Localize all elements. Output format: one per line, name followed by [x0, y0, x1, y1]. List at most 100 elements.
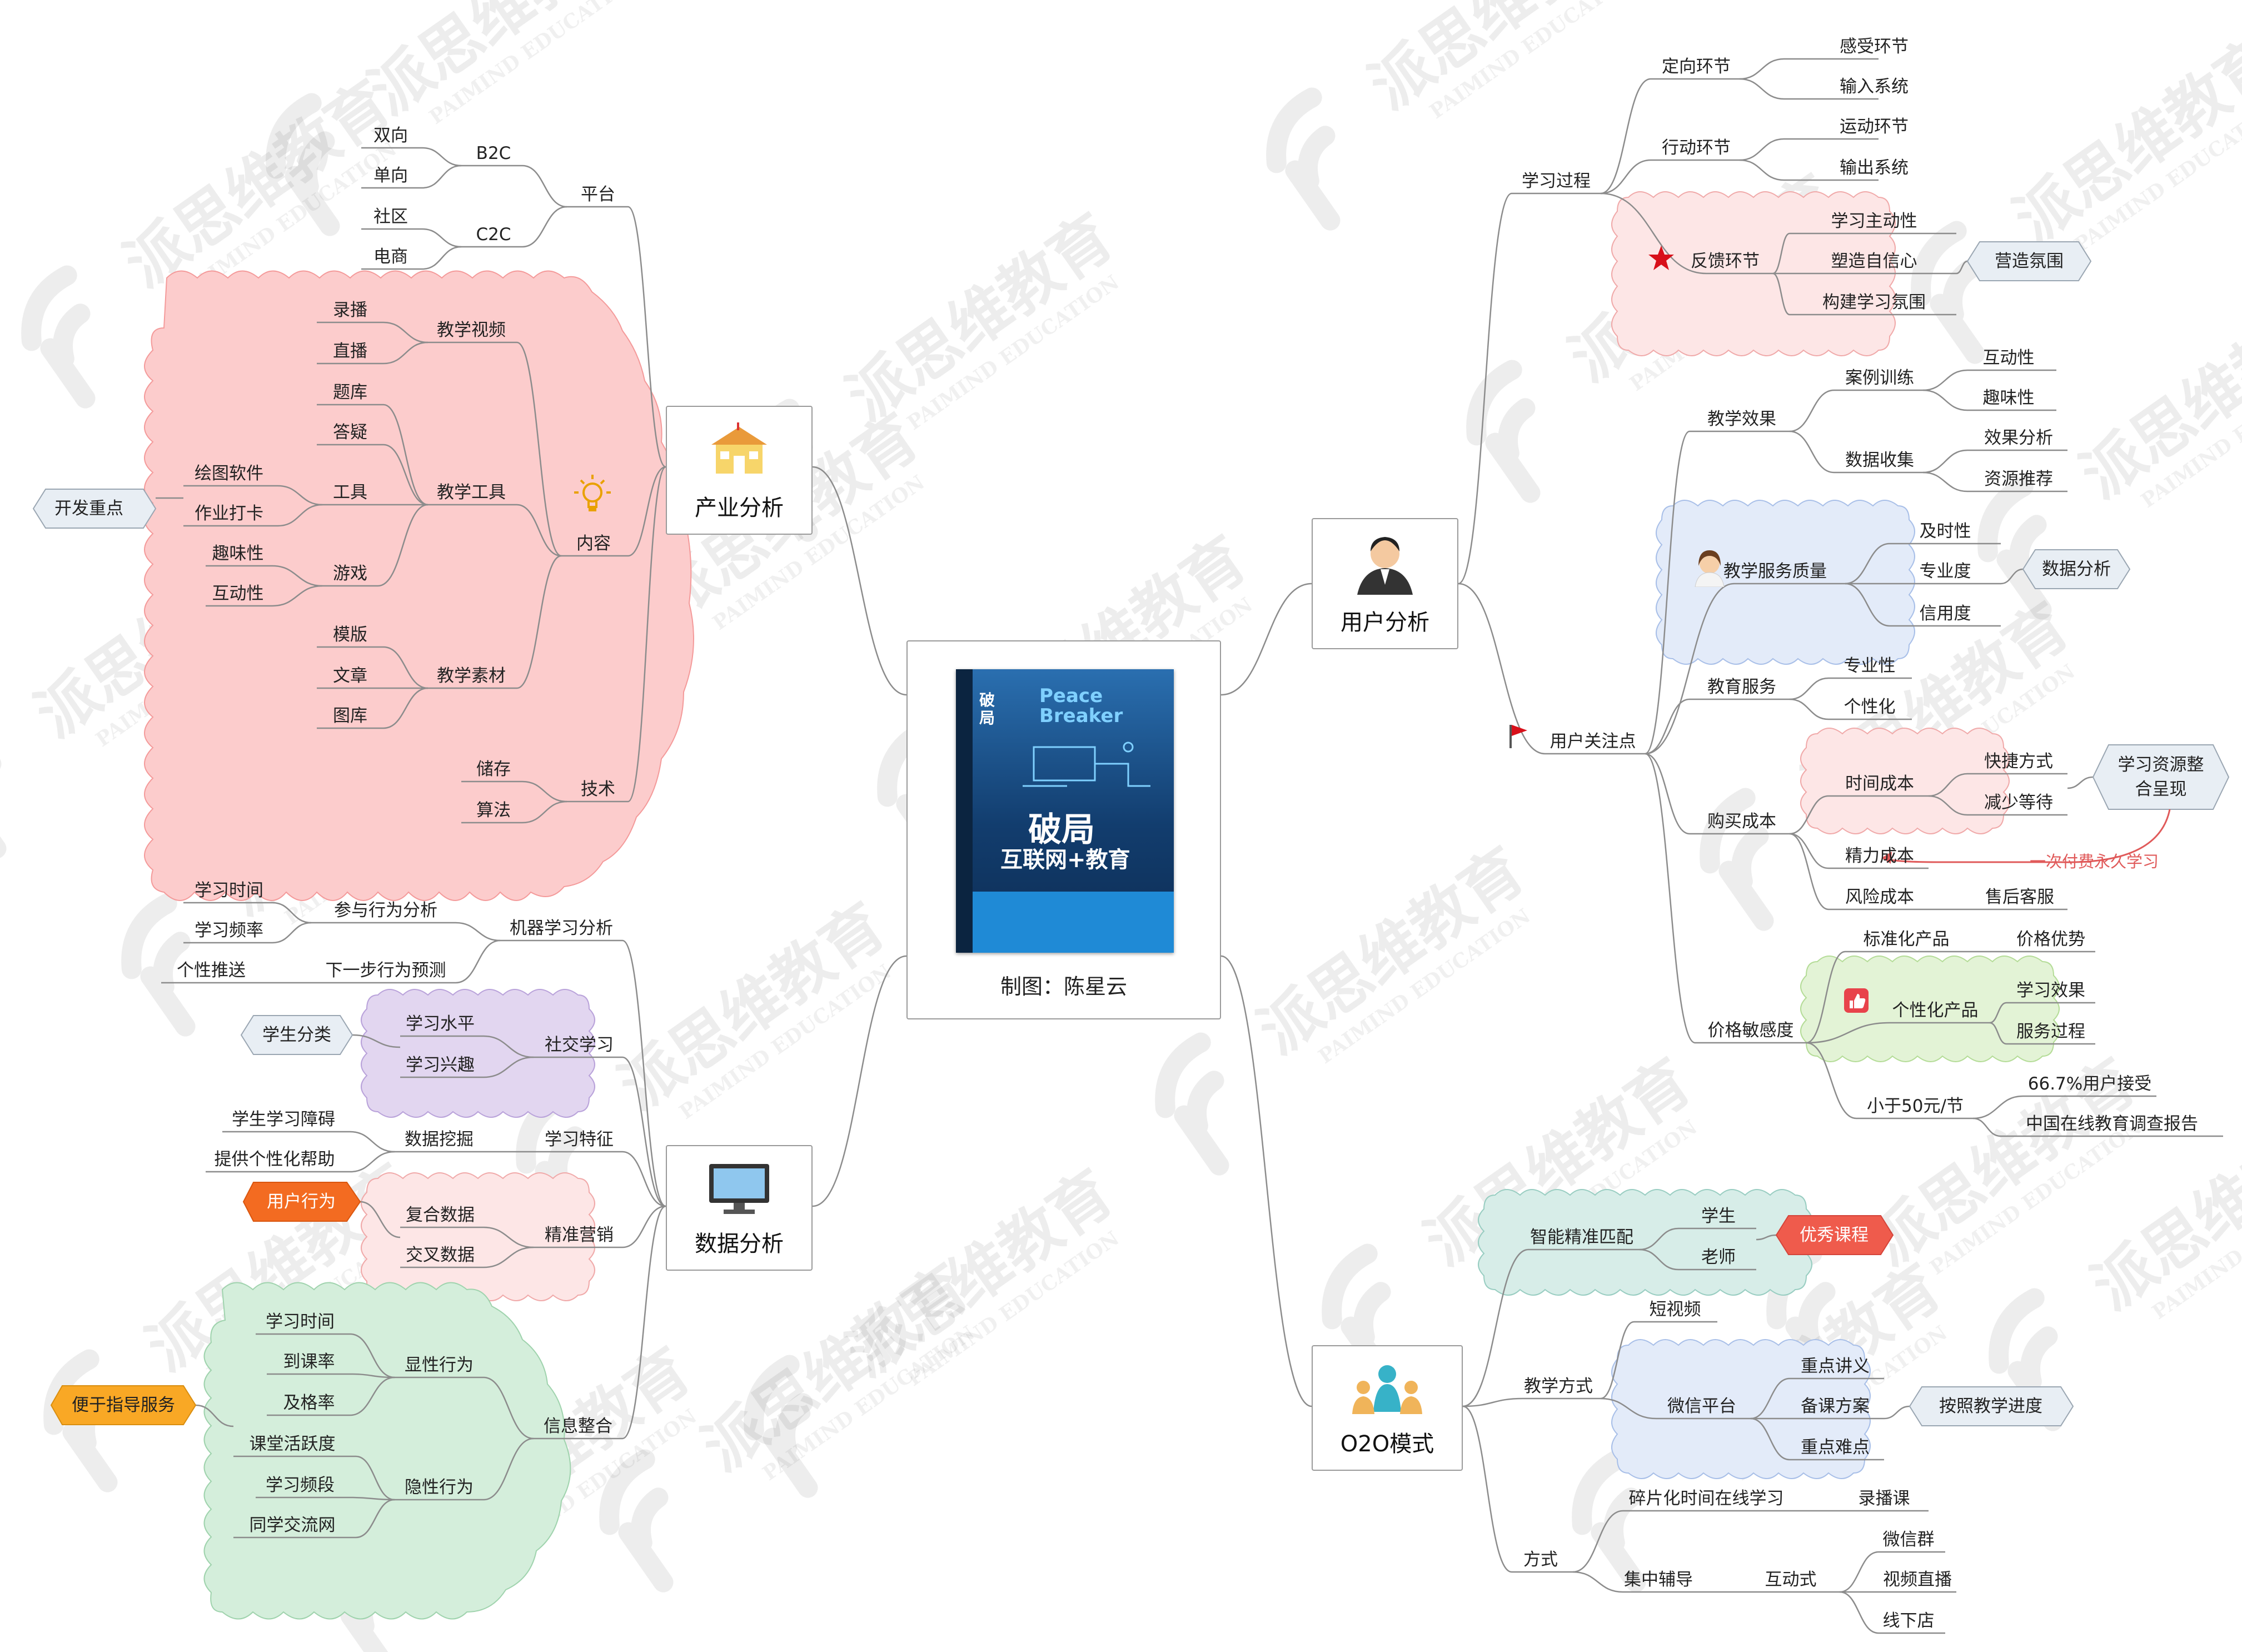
topic-data-st-time[interactable]: 学习时间 [266, 1312, 335, 1332]
topic-user-process[interactable]: 学习过程 [1522, 171, 1591, 191]
topic-user-time-cost[interactable]: 时间成本 [1845, 774, 1914, 794]
topic-data-pass[interactable]: 及格率 [283, 1393, 335, 1413]
topic-data-study-freq[interactable]: 学习频率 [195, 920, 263, 941]
topic-user-prof[interactable]: 专业性 [1844, 656, 1896, 676]
topic-o2o-wechat-group[interactable]: 微信群 [1882, 1530, 1935, 1550]
topic-user-less-wait[interactable]: 减少等待 [1984, 793, 2053, 813]
topic-industry-ecommerce[interactable]: 电商 [373, 247, 408, 267]
topic-industry-b2c[interactable]: B2C [476, 143, 511, 163]
topic-user-output[interactable]: 输出系统 [1840, 158, 1909, 178]
topic-data-composite[interactable]: 复合数据 [406, 1205, 475, 1225]
topic-industry-one-way[interactable]: 单向 [373, 166, 408, 186]
topic-industry-platform[interactable]: 平台 [581, 185, 615, 205]
topic-user-timely[interactable]: 及时性 [1919, 521, 1971, 541]
topic-user-custom[interactable]: 个性化产品 [1892, 1001, 1979, 1021]
topic-user-edu-service[interactable]: 教育服务 [1707, 677, 1776, 697]
topic-user-eff-analysis[interactable]: 效果分析 [1984, 428, 2053, 448]
topic-industry-tools[interactable]: 教学工具 [437, 482, 506, 502]
topic-o2o-plan[interactable]: 备课方案 [1801, 1396, 1870, 1416]
topic-user-feel[interactable]: 感受环节 [1840, 37, 1909, 57]
topic-user-atmo-tag[interactable]: 营造氛围 [1995, 251, 2064, 271]
topic-user-recommend[interactable]: 资源推荐 [1984, 469, 2053, 489]
topic-o2o-handout[interactable]: 重点讲义 [1801, 1356, 1870, 1376]
topic-industry-live[interactable]: 直播 [333, 341, 367, 361]
topic-user-effect[interactable]: 教学效果 [1707, 409, 1776, 429]
topic-data-active[interactable]: 课堂活跃度 [249, 1434, 336, 1454]
topic-o2o-central[interactable]: 集中辅导 [1624, 1570, 1693, 1590]
topic-user-personal[interactable]: 个性化 [1844, 697, 1896, 717]
topic-data-peer[interactable]: 同学交流网 [249, 1515, 336, 1535]
topic-user-quality[interactable]: 教学服务质量 [1723, 561, 1827, 581]
topic-industry-checkin[interactable]: 作业打卡 [195, 504, 263, 524]
topic-industry-qbank[interactable]: 题库 [333, 382, 367, 402]
topic-user-focus[interactable]: 用户关注点 [1550, 732, 1636, 752]
topic-data-personal-push[interactable]: 个性推送 [177, 961, 246, 981]
topic-user-funny[interactable]: 趣味性 [1982, 388, 2035, 408]
topic-data-cross[interactable]: 交叉数据 [406, 1245, 475, 1265]
topic-industry-storage[interactable]: 储存 [476, 759, 511, 779]
topic-user-price[interactable]: 价格敏感度 [1707, 1021, 1794, 1041]
topic-user-sport[interactable]: 运动环节 [1840, 117, 1909, 137]
topic-o2o-rec-class[interactable]: 录播课 [1858, 1489, 1910, 1509]
topic-industry-algo[interactable]: 算法 [476, 800, 511, 820]
topic-user-once-pay[interactable]: 一次付费永久学习 [2029, 852, 2159, 871]
topic-industry-interact[interactable]: 互动性 [212, 584, 264, 604]
topic-industry-gallery[interactable]: 图库 [333, 706, 367, 726]
topic-data-mining[interactable]: 数据挖掘 [405, 1129, 474, 1150]
topic-user-input[interactable]: 输入系统 [1840, 77, 1909, 97]
topic-user-resource-tag[interactable]: 学习资源整合呈现 [2118, 755, 2204, 799]
topic-user-initiative[interactable]: 学习主动性 [1831, 211, 1917, 231]
topic-user-energy[interactable]: 精力成本 [1845, 846, 1914, 866]
topic-o2o-offline[interactable]: 线下店 [1882, 1611, 1935, 1631]
topic-data-interest[interactable]: 学习兴趣 [406, 1055, 475, 1075]
topic-data-ml[interactable]: 机器学习分析 [510, 918, 613, 938]
topic-industry-record[interactable]: 录播 [333, 300, 367, 320]
topic-user-analysis-tag[interactable]: 数据分析 [2042, 559, 2111, 579]
topic-o2o-video-live[interactable]: 视频直播 [1883, 1570, 1952, 1590]
topic-industry-two-way[interactable]: 双向 [373, 126, 408, 146]
topic-data-study-time[interactable]: 学习时间 [195, 880, 263, 900]
topic-user-under50[interactable]: 小于50元/节 [1867, 1096, 1964, 1116]
topic-user-cost[interactable]: 购买成本 [1707, 812, 1776, 832]
topic-o2o-fragment[interactable]: 碎片化时间在线学习 [1628, 1489, 1784, 1509]
topic-industry-material[interactable]: 教学素材 [437, 666, 506, 686]
topic-industry-article[interactable]: 文章 [333, 666, 367, 686]
topic-industry-game[interactable]: 游戏 [333, 564, 367, 584]
topic-data-level[interactable]: 学习水平 [406, 1014, 475, 1034]
topic-user-professional[interactable]: 专业度 [1919, 561, 1971, 581]
topic-user-price-adv[interactable]: 价格优势 [2016, 929, 2085, 949]
topic-industry-video[interactable]: 教学视频 [437, 320, 506, 340]
topic-data-social[interactable]: 社交学习 [545, 1035, 614, 1055]
topic-industry-tool[interactable]: 工具 [333, 482, 367, 502]
topic-o2o-method[interactable]: 教学方式 [1524, 1376, 1593, 1396]
topic-data-period[interactable]: 学习频段 [266, 1475, 335, 1495]
topic-data-predict[interactable]: 下一步行为预测 [325, 961, 446, 981]
branch-data[interactable]: 数据分析 [666, 1145, 813, 1271]
topic-data-behavior-tag[interactable]: 用户行为 [267, 1192, 336, 1212]
topic-user-risk[interactable]: 风险成本 [1845, 887, 1914, 907]
topic-o2o-student[interactable]: 学生 [1701, 1206, 1736, 1226]
topic-data-guide-tag[interactable]: 便于指导服务 [72, 1395, 175, 1415]
topic-user-case[interactable]: 案例训练 [1845, 368, 1914, 388]
topic-industry-c2c[interactable]: C2C [476, 225, 511, 245]
topic-user-shortcut[interactable]: 快捷方式 [1984, 752, 2053, 772]
topic-data-precision[interactable]: 精准营销 [545, 1225, 614, 1245]
branch-industry[interactable]: 产业分析 [666, 406, 813, 535]
topic-data-implicit[interactable]: 隐性行为 [405, 1477, 474, 1497]
topic-user-accept[interactable]: 66.7%用户接受 [2027, 1074, 2152, 1094]
central-topic[interactable]: 破局 Peace Breaker 破局 互联网+教育 制图：陈星云 [906, 640, 1221, 1019]
topic-o2o-difficulty[interactable]: 重点难点 [1801, 1437, 1870, 1457]
topic-user-collect[interactable]: 数据收集 [1845, 450, 1914, 470]
topic-data-classify-tag[interactable]: 学生分类 [262, 1025, 331, 1045]
topic-user-atmosphere[interactable]: 构建学习氛围 [1822, 292, 1926, 312]
topic-o2o-way[interactable]: 方式 [1523, 1550, 1558, 1570]
topic-data-integrate[interactable]: 信息整合 [544, 1416, 612, 1436]
topic-industry-content[interactable]: 内容 [576, 534, 611, 554]
topic-data-explicit[interactable]: 显性行为 [405, 1355, 474, 1375]
topic-user-service-proc[interactable]: 服务过程 [2016, 1022, 2085, 1042]
topic-user-action[interactable]: 行动环节 [1662, 138, 1731, 158]
topic-user-survey[interactable]: 中国在线教育调查报告 [2026, 1114, 2198, 1134]
topic-industry-focus-tag[interactable]: 开发重点 [54, 499, 123, 519]
topic-o2o-short-video[interactable]: 短视频 [1649, 1300, 1701, 1320]
topic-industry-community[interactable]: 社区 [373, 207, 408, 227]
